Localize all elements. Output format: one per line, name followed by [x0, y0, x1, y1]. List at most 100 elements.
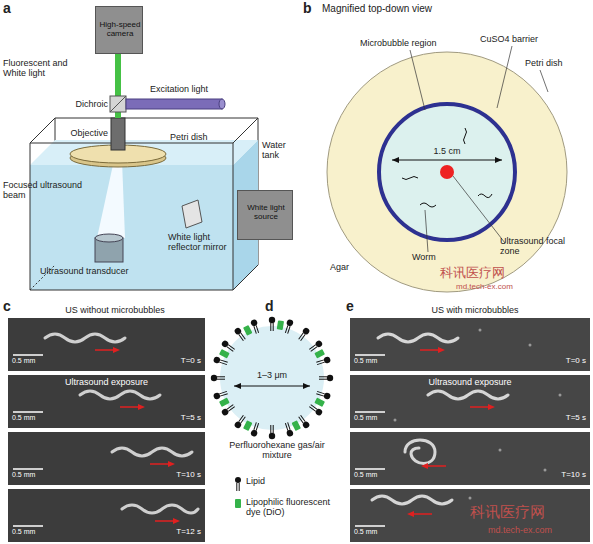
- legend-dye-mark: [235, 499, 241, 508]
- dye-symbol: [314, 398, 325, 407]
- motion-arrow: [95, 349, 114, 351]
- time-label: T=0 s: [159, 356, 201, 365]
- exposure-label: Ultrasound exposure: [350, 377, 590, 387]
- dye-symbol: [314, 349, 325, 358]
- gas-label: Perfluorohexane gas/air mixture: [222, 440, 332, 461]
- arrow-head: [138, 404, 145, 410]
- time-label: T=12 s: [159, 527, 201, 536]
- region-label: Microbubble region: [360, 38, 470, 48]
- dye-symbol: [243, 420, 252, 431]
- arrow-head: [407, 511, 414, 517]
- legend-lipid-head: [235, 477, 241, 483]
- scale-bar: [13, 354, 43, 356]
- beam-label: Focused ultrasound beam: [3, 180, 88, 201]
- water-surface: [30, 140, 258, 165]
- arrow-head: [168, 461, 175, 467]
- worm: [45, 334, 125, 342]
- worm-icon: [464, 128, 467, 144]
- time-label: T=10 s: [544, 470, 586, 479]
- arrow-head: [234, 383, 241, 389]
- motion-arrow: [155, 520, 174, 522]
- legend-label: Lipophilic fluorescent dye (DiO): [246, 497, 340, 518]
- panel-title: US without microbubbles: [30, 305, 200, 315]
- transducer-face: [95, 234, 123, 242]
- time-label: T=0 s: [544, 356, 586, 365]
- scale-label: 0.5 mm: [12, 414, 56, 422]
- objective-lens: [111, 118, 125, 150]
- scale-bar: [355, 468, 385, 470]
- dichroic-label: Dichroic: [58, 99, 108, 109]
- microbubble-region: [381, 106, 513, 238]
- tank-edge: [233, 118, 258, 143]
- exposure-label: Ultrasound exposure: [8, 377, 205, 387]
- legend-label: Lipid: [246, 476, 336, 486]
- bubble-dot: [529, 344, 532, 347]
- scale-bar: [13, 525, 43, 527]
- legend-lipid-tail: [236, 483, 237, 491]
- leader-line: [453, 176, 505, 243]
- bubble-dot: [469, 497, 472, 500]
- light-label: Fluorescent and White light: [3, 58, 81, 79]
- barrier-ring: [379, 104, 515, 240]
- lipid-symbol: [269, 425, 275, 439]
- video-frame: Ultrasound exposure 0.5 mm T=5 s: [350, 375, 590, 428]
- petri-dish-outline: [327, 52, 567, 292]
- light-source-label: White light source: [240, 203, 292, 221]
- time-label: T=5 s: [544, 413, 586, 422]
- mirror-label: White light reflector mirror: [168, 232, 240, 253]
- worm: [372, 496, 452, 504]
- dye-symbol: [219, 349, 230, 358]
- leader-line: [497, 46, 512, 108]
- bubble-dot: [499, 449, 502, 452]
- motion-arrow: [150, 463, 169, 465]
- watermark: md.tech-ex.com: [456, 282, 546, 291]
- arrow-head: [392, 157, 399, 163]
- dichroic-mirror: [110, 96, 126, 112]
- scale-label: 0.5 mm: [354, 528, 398, 536]
- panel-letter: d: [265, 298, 279, 314]
- bubble-dot: [544, 469, 547, 472]
- leader-line: [425, 210, 428, 252]
- arrow-head: [488, 404, 495, 410]
- scale-label: 0.5 mm: [12, 471, 56, 479]
- dimension-line: [234, 386, 310, 387]
- lipid-symbol: [211, 375, 225, 381]
- scale-label: 0.5 mm: [12, 528, 56, 536]
- reflector-mirror: [182, 200, 202, 228]
- scale-bar: [355, 525, 385, 527]
- bubble-core: [220, 326, 324, 430]
- focal-label: Ultrasound focal zone: [500, 236, 580, 257]
- camera-label: High-speed camera: [98, 20, 142, 38]
- watermark: md.tech-ex.com: [488, 525, 588, 535]
- bubble-dot: [559, 394, 562, 397]
- agar-label: Agar: [330, 262, 370, 272]
- arrow-head: [173, 518, 180, 524]
- watermark: 科讯医疗网: [440, 266, 530, 281]
- video-frame: 0.5 mm T=0 s: [8, 318, 205, 371]
- worm: [405, 440, 435, 464]
- worm: [80, 391, 160, 399]
- worm: [112, 448, 192, 456]
- scale-label: 0.5 mm: [354, 414, 398, 422]
- excitation-tube-end: [219, 99, 225, 109]
- dye-symbol: [277, 320, 284, 330]
- light-source-box: White light source: [237, 190, 293, 240]
- scale-bar: [355, 411, 385, 413]
- worm: [122, 505, 198, 513]
- ultrasound-beam: [97, 160, 125, 238]
- tank-label: Water tank: [262, 140, 298, 161]
- scale-label: 0.5 mm: [354, 357, 398, 365]
- scale-label: 0.5 mm: [12, 357, 56, 365]
- tank-edge: [30, 118, 55, 143]
- video-frame: 0.5 mmT=10 s: [350, 432, 590, 485]
- worm-icon: [420, 203, 436, 207]
- lipid-symbol: [297, 327, 311, 342]
- tank-edge: [233, 265, 258, 290]
- worm-icon: [478, 194, 492, 198]
- panel-letter: e: [346, 298, 360, 314]
- dye-symbol: [243, 325, 252, 336]
- transducer-label: Ultrasound transducer: [40, 266, 160, 276]
